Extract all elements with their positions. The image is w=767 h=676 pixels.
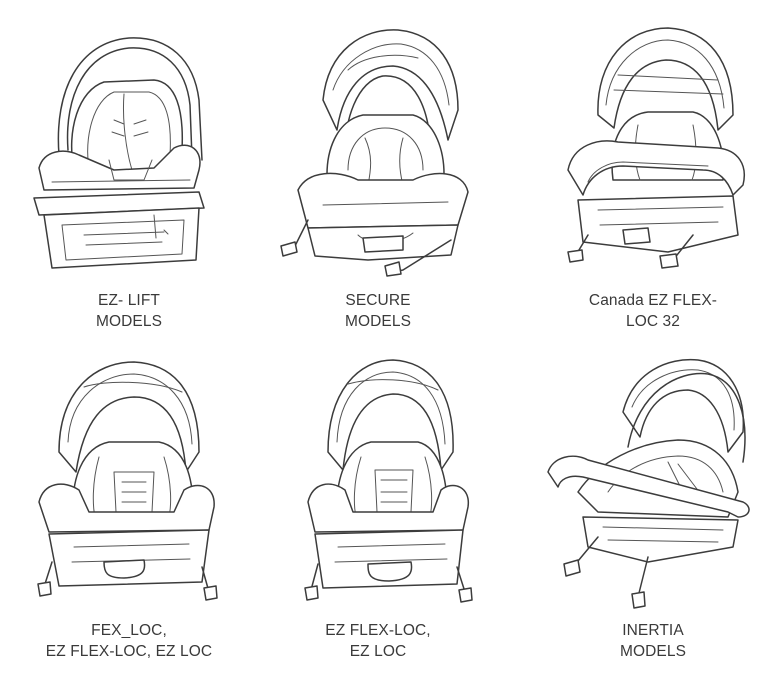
caption-line-2: LOC 32 xyxy=(625,313,681,330)
product-caption: EZ FLEX-LOC, EZ LOC xyxy=(253,620,503,662)
caption-line-1: INERTIA xyxy=(622,622,684,639)
caption-line-2: EZ FLEX-LOC, EZ LOC xyxy=(45,643,213,660)
ez-flex-loc-car-seat-drawing xyxy=(304,359,473,603)
caption-line-2: MODELS xyxy=(344,313,412,330)
caption-line-2: MODELS xyxy=(95,313,163,330)
caption-line-2: MODELS xyxy=(619,643,687,660)
inertia-car-seat-drawing xyxy=(547,358,750,609)
product-caption: INERTIA MODELS xyxy=(528,620,767,662)
canada-ez-flex-loc-32-car-seat-drawing xyxy=(567,27,745,269)
product-inertia: INERTIA MODELS xyxy=(528,352,767,672)
fex-loc-car-seat-drawing xyxy=(37,361,218,601)
caption-line-2: EZ LOC xyxy=(349,643,407,660)
product-caption: EZ- LIFT MODELS xyxy=(4,290,254,332)
caption-line-1: EZ- LIFT xyxy=(98,292,160,309)
product-ez-flex-loc: EZ FLEX-LOC, EZ LOC xyxy=(253,352,503,672)
caption-line-1: EZ FLEX-LOC, xyxy=(325,622,431,639)
product-caption: FEX_LOC, EZ FLEX-LOC, EZ LOC xyxy=(4,620,254,662)
caption-line-1: Canada EZ FLEX- xyxy=(588,292,718,309)
caption-line-1: SECURE xyxy=(345,292,411,309)
secure-car-seat-drawing xyxy=(280,29,469,277)
product-caption: SECURE MODELS xyxy=(253,290,503,332)
product-caption: Canada EZ FLEX- LOC 32 xyxy=(528,290,767,332)
ez-lift-car-seat-drawing xyxy=(33,37,205,269)
product-fex-loc: FEX_LOC, EZ FLEX-LOC, EZ LOC xyxy=(4,352,254,672)
product-secure: SECURE MODELS xyxy=(253,20,503,340)
product-ez-lift: EZ- LIFT MODELS xyxy=(4,20,254,340)
product-canada-ez-flex-loc-32: Canada EZ FLEX- LOC 32 xyxy=(528,20,767,340)
caption-line-1: FEX_LOC, xyxy=(91,622,167,639)
